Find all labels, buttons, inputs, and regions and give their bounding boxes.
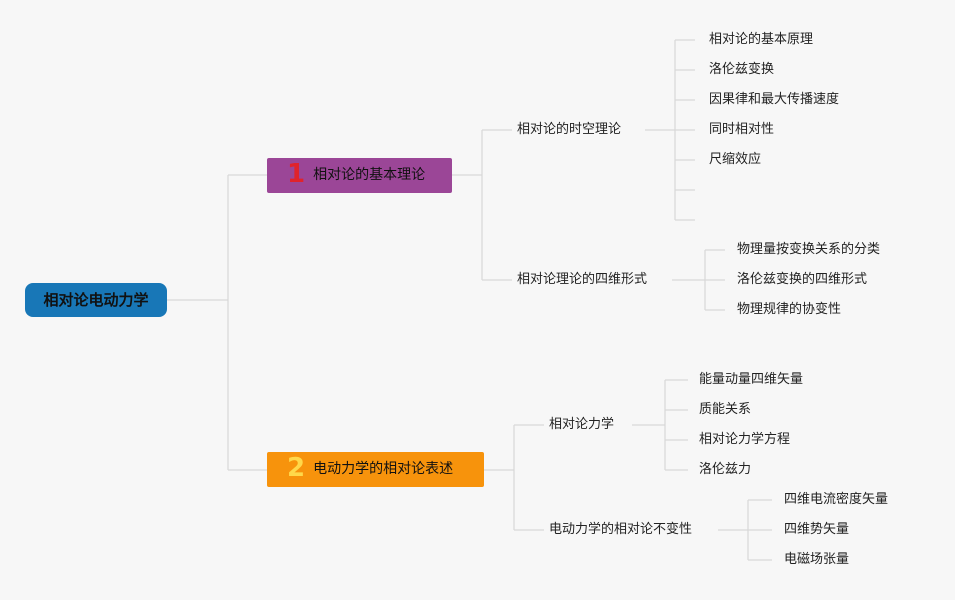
leaf-lorentz-force[interactable]: 洛伦兹力 <box>699 462 752 477</box>
root-topic[interactable]: 相对论电动力学 <box>25 283 167 317</box>
leaf-basic-principles[interactable]: 相对论的基本原理 <box>709 32 814 47</box>
leaf-lorentz-four-dim[interactable]: 洛伦兹变换的四维形式 <box>737 272 868 287</box>
leaf-length-contraction[interactable]: 尺缩效应 <box>709 152 762 167</box>
leaf-quantity-classification[interactable]: 物理量按变换关系的分类 <box>737 242 881 257</box>
number-badge-2: 2 <box>287 453 306 483</box>
leaf-mechanics-equation[interactable]: 相对论力学方程 <box>699 432 791 447</box>
subtopic-electrodynamic-invariance[interactable]: 电动力学的相对论不变性 <box>549 522 693 537</box>
subtopic-spacetime[interactable]: 相对论的时空理论 <box>517 122 622 137</box>
leaf-lorentz-transform[interactable]: 洛伦兹变换 <box>709 62 775 77</box>
leaf-field-tensor[interactable]: 电磁场张量 <box>784 552 850 567</box>
main-topic-1-label: 相对论的基本理论 <box>313 167 426 183</box>
main-topic-1[interactable]: 1 相对论的基本理论 <box>267 158 452 193</box>
main-topic-2-label: 电动力学的相对论表述 <box>313 461 454 477</box>
leaf-simultaneity[interactable]: 同时相对性 <box>709 122 775 137</box>
leaf-mass-energy[interactable]: 质能关系 <box>699 402 752 417</box>
leaf-covariance[interactable]: 物理规律的协变性 <box>737 302 842 317</box>
number-badge-1: 1 <box>287 159 306 189</box>
subtopic-four-dimensional[interactable]: 相对论理论的四维形式 <box>517 272 648 287</box>
main-topic-2[interactable]: 2 电动力学的相对论表述 <box>267 452 484 487</box>
subtopic-relativistic-mechanics[interactable]: 相对论力学 <box>549 417 615 432</box>
leaf-energy-momentum[interactable]: 能量动量四维矢量 <box>699 372 804 387</box>
leaf-four-potential[interactable]: 四维势矢量 <box>784 522 850 537</box>
leaf-causality[interactable]: 因果律和最大传播速度 <box>709 92 840 107</box>
leaf-current-density[interactable]: 四维电流密度矢量 <box>784 492 889 507</box>
